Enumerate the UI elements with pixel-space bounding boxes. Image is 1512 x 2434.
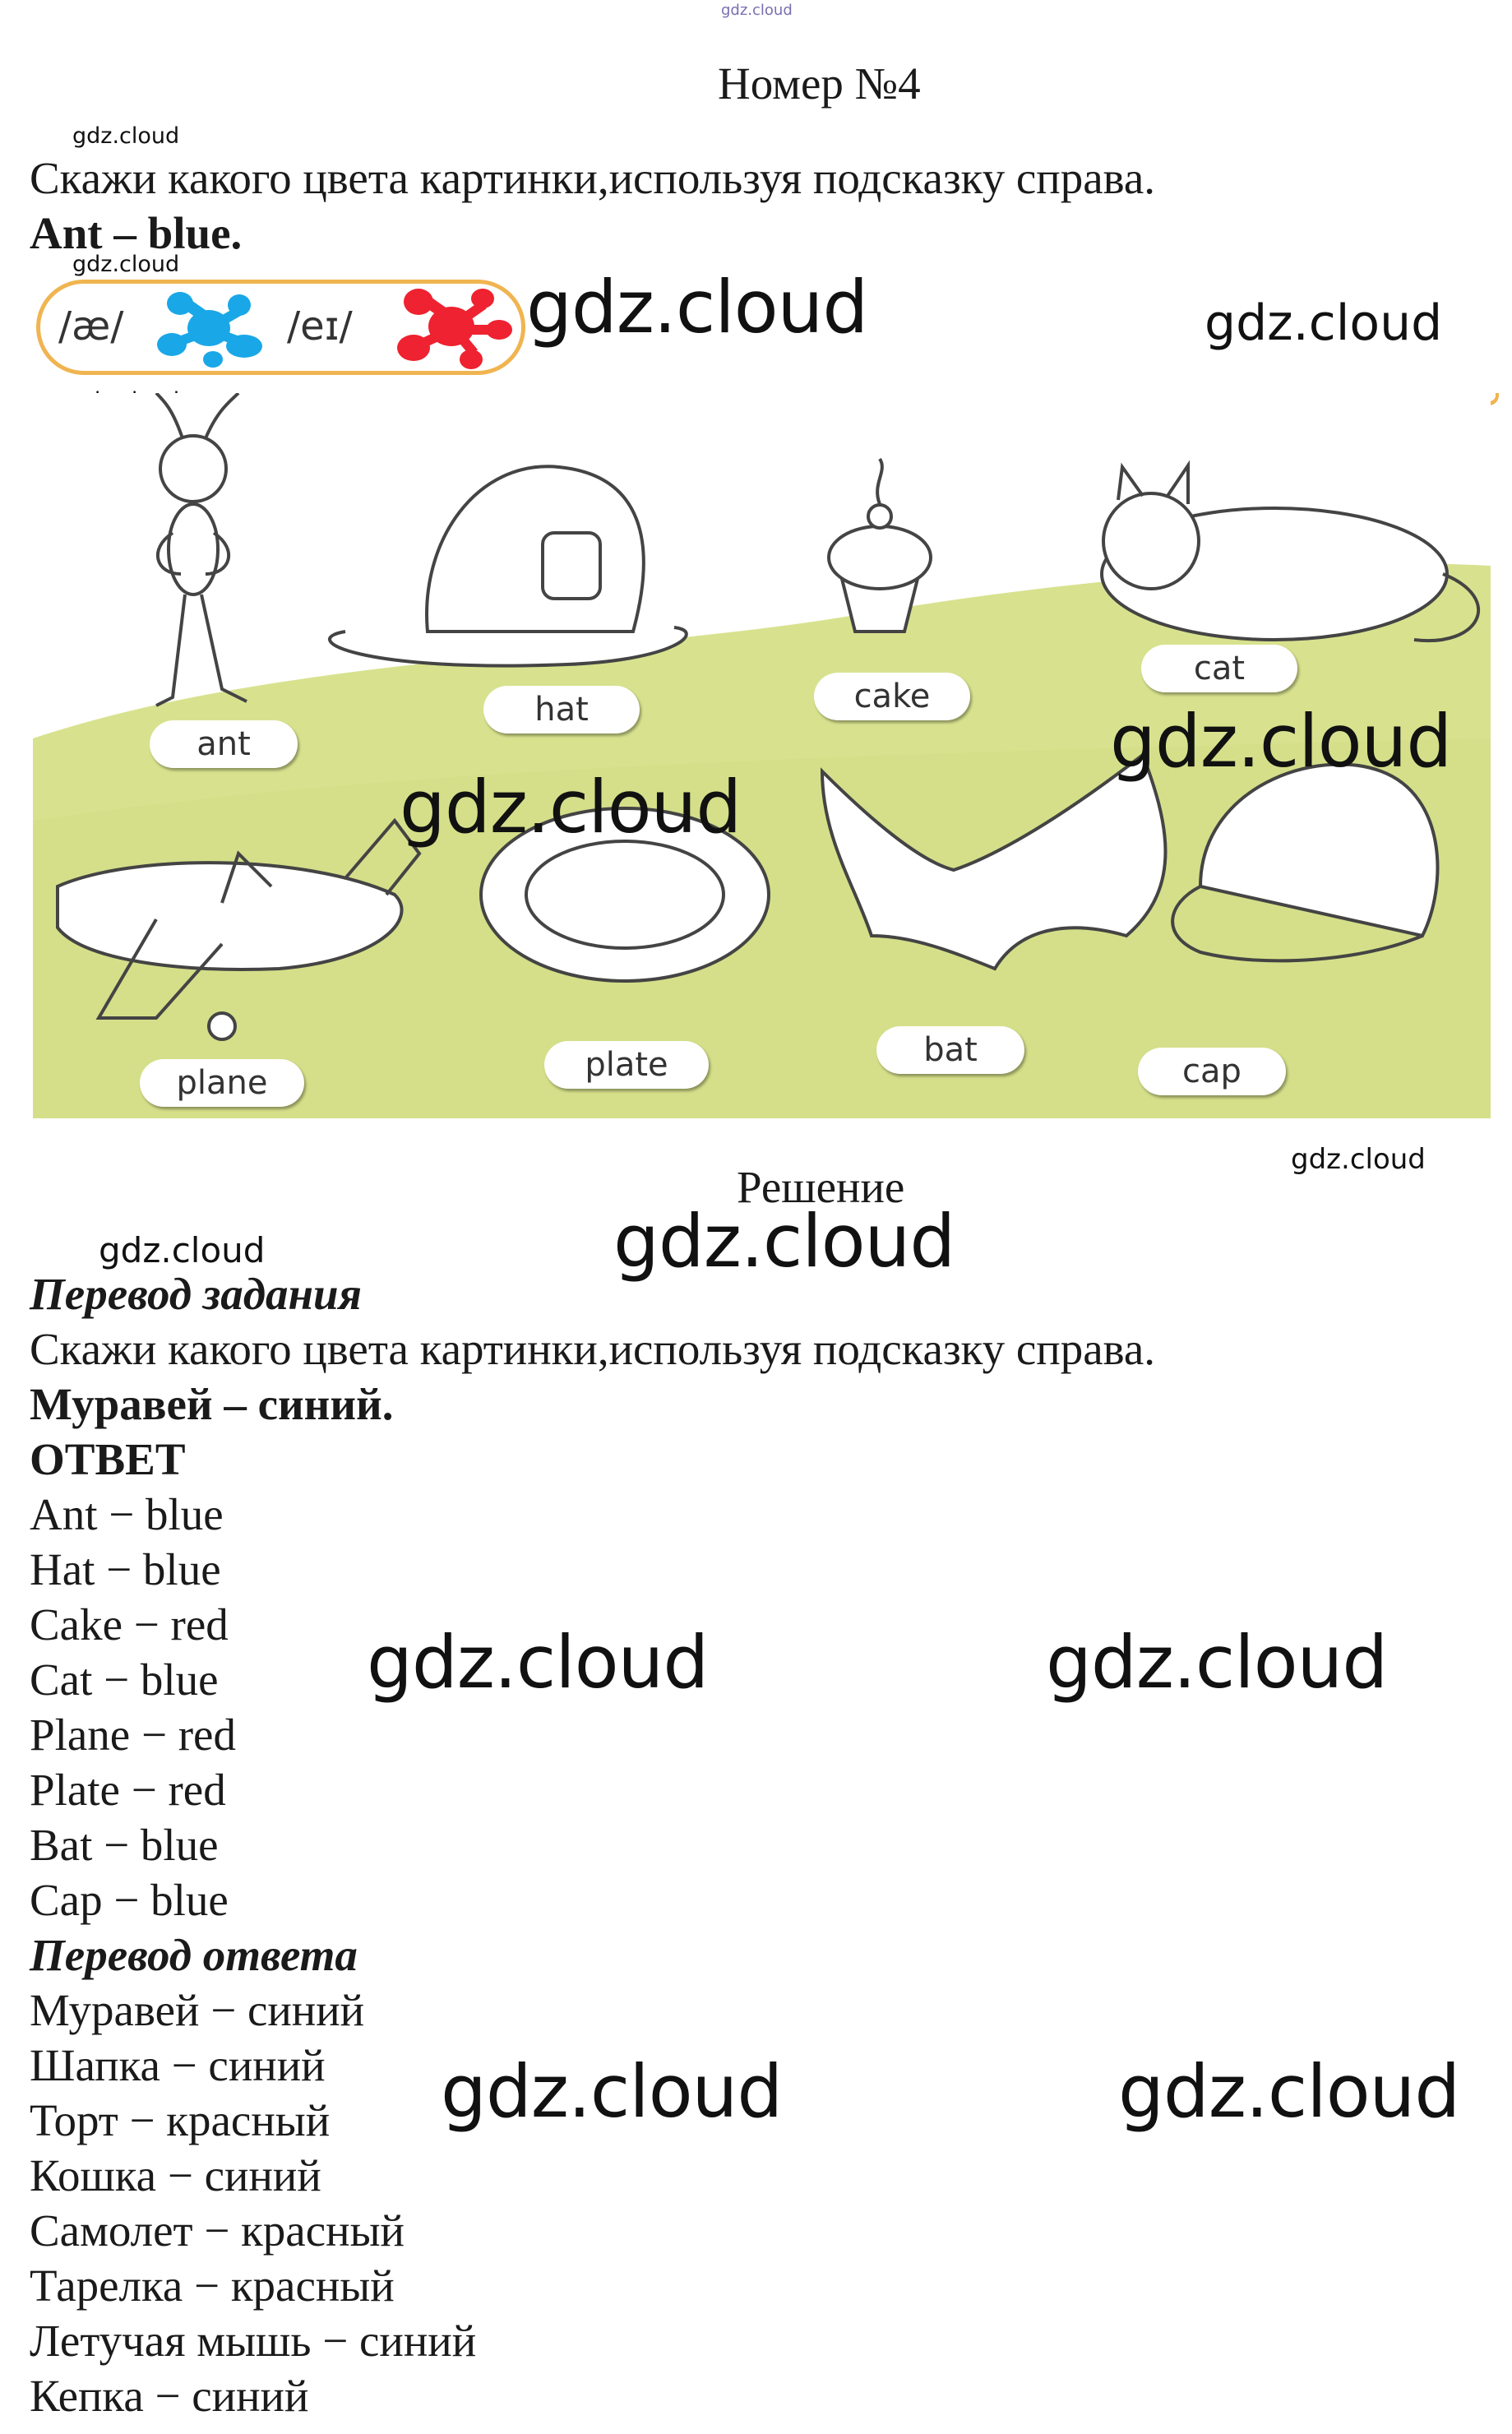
answer-translation-line: Тарелка − красный bbox=[30, 2260, 395, 2311]
task-instruction: Скажи какого цвета картинки,используя по… bbox=[30, 153, 1156, 203]
picture-label: cap bbox=[1138, 1048, 1286, 1095]
picture-label: cat bbox=[1141, 645, 1297, 692]
sound-a-label: /æ/ bbox=[58, 303, 124, 349]
watermark: gdz.cloud bbox=[613, 1199, 955, 1284]
answer-heading: ОТВЕТ bbox=[30, 1434, 186, 1484]
answer-translation-line: Кошка − синий bbox=[30, 2150, 321, 2200]
answer-line: Cat − blue bbox=[30, 1654, 219, 1705]
answer-translation-line: Муравей − синий bbox=[30, 1985, 365, 2035]
sound-hint: /æ/ /eɪ/ bbox=[36, 280, 525, 375]
watermark: gdz.cloud bbox=[400, 765, 742, 849]
answer-translation-heading: Перевод ответа bbox=[30, 1930, 358, 1980]
picture-label: ant bbox=[150, 720, 298, 768]
answer-line: Plane − red bbox=[30, 1710, 236, 1760]
picture-label: bat bbox=[876, 1026, 1024, 1074]
watermark: gdz.cloud bbox=[72, 252, 180, 277]
watermark: gdz.cloud bbox=[1118, 2049, 1460, 2134]
watermark: gdz.cloud bbox=[1205, 294, 1443, 352]
answer-translation-line: Самолет − красный bbox=[30, 2205, 405, 2256]
watermark-top: gdz.cloud bbox=[721, 2, 793, 19]
picture-label: plate bbox=[544, 1041, 709, 1089]
watermark: gdz.cloud bbox=[526, 265, 868, 349]
task-example: Ant – blue. bbox=[30, 208, 243, 258]
picture-label: cake bbox=[814, 673, 970, 720]
answer-translation-line: Шапка − синий bbox=[30, 2040, 326, 2090]
watermark: gdz.cloud bbox=[1291, 1143, 1426, 1176]
watermark: gdz.cloud bbox=[1110, 699, 1452, 784]
watermark: gdz.cloud bbox=[99, 1230, 266, 1270]
watermark: gdz.cloud bbox=[1046, 1620, 1388, 1705]
watermark: gdz.cloud bbox=[441, 2049, 783, 2134]
vocabulary-picture: ant hat cake cat plane plate bat cap bbox=[33, 393, 1491, 1118]
answer-line: Ant − blue bbox=[30, 1489, 224, 1539]
blue-splash-icon bbox=[157, 292, 262, 368]
answer-line: Hat − blue bbox=[30, 1544, 221, 1594]
answer-line: Bat − blue bbox=[30, 1820, 219, 1870]
watermark: gdz.cloud bbox=[72, 123, 180, 149]
solution-heading: Решение bbox=[737, 1162, 905, 1212]
task-heading: Номер №4 bbox=[718, 58, 921, 109]
answer-translation-line: Летучая мышь − синий bbox=[30, 2316, 477, 2366]
red-splash-icon bbox=[397, 289, 512, 369]
translation-heading: Перевод задания bbox=[30, 1269, 362, 1319]
answer-line: Cap − blue bbox=[30, 1875, 229, 1925]
picture-label: hat bbox=[483, 686, 640, 733]
picture-drawing bbox=[33, 393, 1491, 1118]
answer-translation-line: Кепка − синий bbox=[30, 2371, 309, 2421]
watermark: gdz.cloud bbox=[367, 1620, 709, 1705]
translation-instruction: Скажи какого цвета картинки,используя по… bbox=[30, 1324, 1156, 1374]
picture-label: plane bbox=[140, 1059, 304, 1107]
translation-example: Муравей – синий. bbox=[30, 1379, 394, 1429]
answer-translation-line: Торт − красный bbox=[30, 2095, 331, 2145]
answer-line: Cake − red bbox=[30, 1599, 229, 1650]
sound-ei-label: /eɪ/ bbox=[287, 303, 353, 349]
answer-line: Plate − red bbox=[30, 1765, 226, 1815]
